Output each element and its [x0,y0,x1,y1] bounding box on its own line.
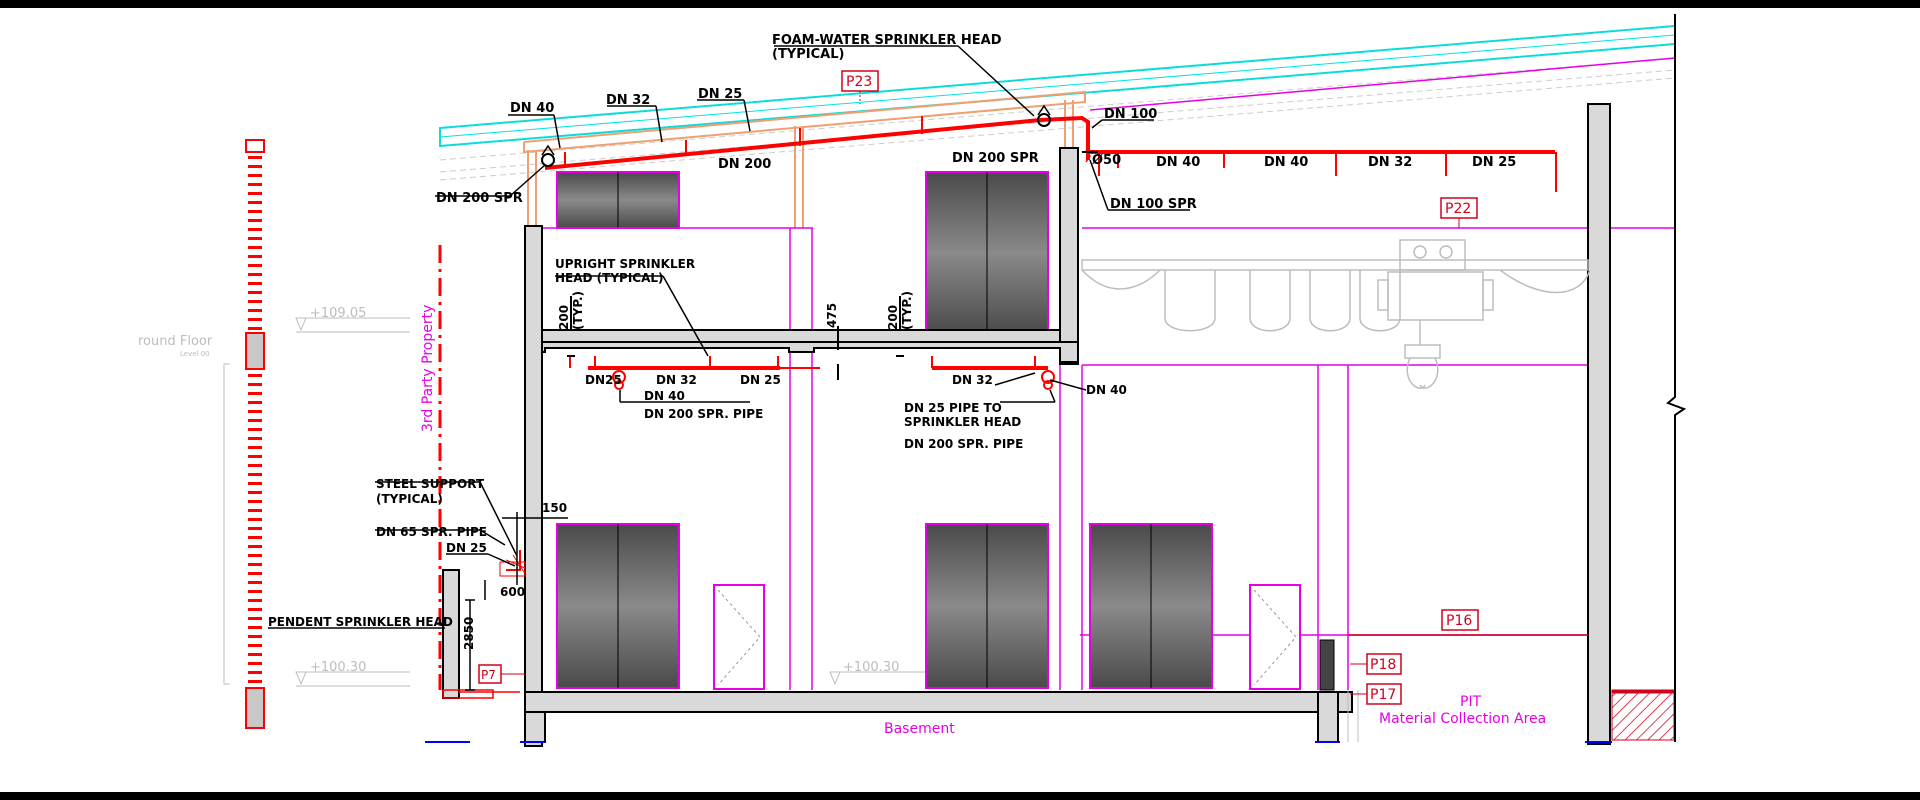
label-dn200-spr-pipe-mid: DN 200 SPR. PIPE [904,437,1023,451]
label-dn32-mid: DN 32 [952,373,993,387]
dim-200-right-typ: (TYP.) [900,291,914,330]
label-dn25-pipe-1: DN 25 PIPE TO [904,401,1002,415]
intermediate-sprinkler-pipe-right [931,356,1055,390]
dim-475: 475 [825,303,839,328]
pit-hatch [1611,689,1675,741]
svg-text:P17: P17 [1370,687,1396,703]
svg-text:+100.30: +100.30 [843,660,899,675]
label-dn25b-left: DN 25 [740,373,781,387]
label-steel-support-typ: (TYPICAL) [376,492,443,506]
svg-text:P18: P18 [1370,657,1396,673]
tag-p23: P23 [841,70,879,104]
label-right-dn32: DN 32 [1368,155,1412,170]
label-dn200-spr-left: DN 200 SPR [436,191,523,206]
svg-text:+100.30: +100.30 [310,660,366,675]
label-material-area: Material Collection Area [1379,711,1546,727]
overhead-crane [1081,239,1591,389]
foam-sprinkler-head-left [541,144,555,167]
svg-text:+109.05: +109.05 [310,306,366,321]
tag-p7: P7 [478,664,525,684]
label-foam-head: FOAM-WATER SPRINKLER HEAD [772,33,1002,48]
label-right-dn40-b: DN 40 [1264,155,1308,170]
label-roof-dn200: DN 200 [718,157,771,172]
label-dn25-side: DN 25 [446,541,487,555]
lower-door-1 [556,523,680,689]
label-dn40-mid: DN 40 [1086,383,1127,397]
ground-floor-label: round Floor [138,334,213,349]
level-marker-10030-basement: +100.30 [829,660,940,686]
svg-text:P7: P7 [481,668,496,682]
tag-p16: P16 [1348,609,1588,636]
lower-door-2 [925,523,1049,689]
tag-p17: P17 [1350,683,1402,705]
svg-text:P22: P22 [1445,201,1471,217]
label-upright-1: UPRIGHT SPRINKLER [555,257,695,271]
building-outline [540,227,1675,690]
label-right-dn40-a: DN 40 [1156,155,1200,170]
label-dn32-left: DN 32 [656,373,697,387]
label-steel-support: STEEL SUPPORT [376,477,485,491]
dim-200-left: 200 [557,305,571,330]
label-phi50: Ø50 [1092,153,1121,168]
label-roof-dn25: DN 25 [698,87,742,102]
label-dn200-spr-top: DN 200 SPR [952,151,1039,166]
tag-p22: P22 [1440,197,1478,228]
dim-200-left-typ: (TYP.) [571,291,585,330]
foam-sprinkler-head-right [1037,104,1051,127]
upper-window-left [556,171,680,229]
label-right-dn25: DN 25 [1472,155,1516,170]
swing-door-1 [713,584,765,690]
label-dn100: DN 100 [1104,107,1157,122]
label-dn25-left: DN25 [585,373,622,387]
svg-text:P23: P23 [846,74,872,90]
concrete-structure [442,103,1611,747]
upper-window-right [925,171,1049,335]
level-marker-10905: +109.05 [295,306,410,333]
ground-level-label: Level 00 [180,350,210,358]
dim-2850: 2850 [462,617,476,650]
swing-door-2 [1249,584,1301,690]
label-dn65: DN 65 SPR. PIPE [376,525,487,539]
label-dn25-pipe-2: SPRINKLER HEAD [904,415,1021,429]
dim-600: 600 [500,585,525,599]
third-party-label: 3rd Party Property [420,305,436,432]
lower-door-3 [1089,523,1213,689]
tag-p18: P18 [1350,653,1402,675]
intermediate-sprinkler-pipe-left [569,356,820,390]
label-upright-2: HEAD (TYPICAL) [555,271,664,285]
pit-rail [1347,690,1359,742]
label-dn100-spr: DN 100 SPR [1110,197,1197,212]
label-pendent-head: PENDENT SPRINKLER HEAD [268,615,453,629]
dimension-ticks [567,151,1098,380]
right-boundary [1666,14,1687,742]
label-roof-dn40: DN 40 [510,101,554,116]
steel-support-frame [523,90,1086,228]
annotation-leaders [268,45,1190,691]
dim-200-right: 200 [886,305,900,330]
dim-150: 150 [542,501,567,515]
svg-text:P16: P16 [1446,613,1472,629]
label-dn200-spr-pipe-left: DN 200 SPR. PIPE [644,407,763,421]
label-roof-dn32: DN 32 [606,93,650,108]
label-dn40-left: DN 40 [644,389,685,403]
left-level-column [245,139,265,729]
label-basement: Basement [884,721,955,737]
label-foam-head-typical: (TYPICAL) [772,47,844,62]
label-pit: PIT [1460,694,1482,710]
level-marker-10030-left: +100.30 [295,660,410,687]
roof-sprinkler-pipe [544,115,1557,192]
